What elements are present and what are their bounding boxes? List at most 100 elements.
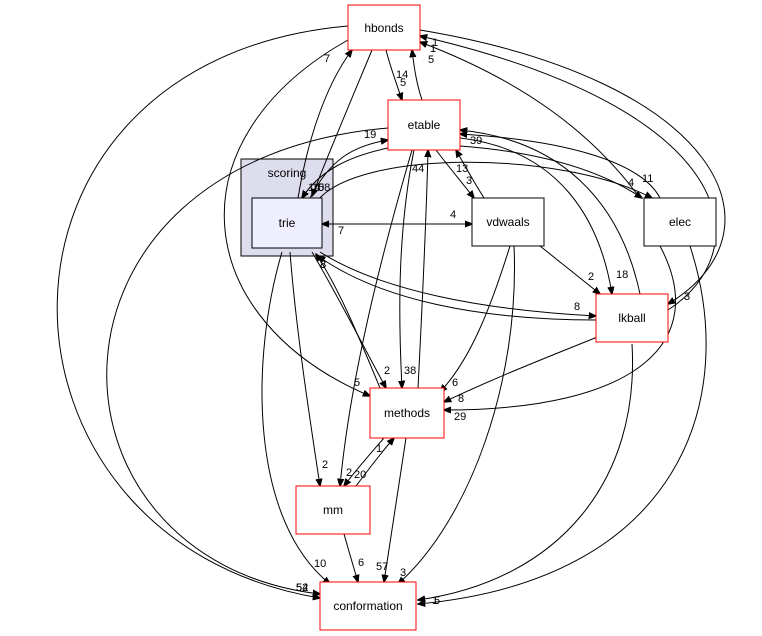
edge-label: 4: [450, 209, 456, 221]
node-label: elec: [669, 215, 691, 229]
edge-label: 44: [412, 163, 424, 175]
edge-label: 2: [384, 365, 390, 377]
edge-lkball-trie: [318, 256, 597, 321]
edge-label: 1: [432, 595, 438, 607]
edge-hbonds-etable: [385, 49, 402, 100]
edge-elec-conf: [418, 245, 707, 604]
node-vdwaals[interactable]: vdwaals: [471, 197, 545, 247]
node-label: mm: [323, 503, 343, 517]
edge-etable-lkball: [459, 137, 612, 294]
edge-label: 3: [466, 175, 472, 187]
edge-label: 6: [452, 377, 458, 389]
edge-hbonds-trie: [312, 49, 373, 196]
edge-label: 2: [346, 467, 352, 479]
edge-label: 19: [364, 129, 376, 141]
edge-label: 14: [396, 69, 408, 81]
edge-lkball-etable: [460, 130, 641, 295]
edge-label: 1: [376, 443, 382, 455]
edge-label: 38: [404, 365, 416, 377]
edge-label: 13: [456, 163, 468, 175]
edge-vdwaals-etable: [456, 150, 485, 199]
edge-label: 7: [324, 53, 330, 65]
edge-label: 1: [430, 43, 436, 55]
edge-etable-methods: [400, 149, 415, 388]
cluster-label: scoring: [268, 166, 307, 180]
edge-label: 3: [400, 567, 406, 579]
edge-etable-mm: [340, 149, 413, 486]
edge-label: 54: [296, 582, 308, 594]
edge-label: 2: [322, 459, 328, 471]
edge-label: 5: [400, 77, 406, 89]
edge-mm-methods: [355, 438, 394, 487]
edge-etable-trie: [302, 147, 389, 198]
edge-label: 5: [434, 595, 440, 607]
edge-label: 11: [642, 173, 653, 185]
node-label: conformation: [333, 599, 402, 613]
edge-mm-conf: [343, 533, 358, 582]
edge-label: 6: [358, 557, 364, 569]
edge-label: 39: [470, 135, 482, 147]
edge-trie-elec: [317, 161, 652, 201]
edge-lkball-methods: [444, 335, 601, 402]
node-label: methods: [384, 406, 430, 420]
edge-label: 18: [616, 269, 628, 281]
edge-label: 52: [296, 582, 308, 594]
edge-hbonds-methods: [223, 39, 370, 396]
edge-label: 4: [628, 177, 634, 189]
node-hbonds[interactable]: hbonds: [347, 4, 421, 51]
edge-methods-trie: [316, 254, 381, 389]
edge-label: 10: [312, 182, 324, 194]
edge-elec-hbonds: [420, 42, 641, 199]
edge-elec-etable: [460, 134, 661, 199]
edge-methods-mm: [344, 437, 385, 486]
edge-label: 5: [354, 377, 360, 389]
edge-label: 20: [354, 469, 366, 481]
node-elec[interactable]: elec: [643, 197, 717, 247]
edge-label: 8: [320, 259, 326, 271]
node-mm[interactable]: mm: [295, 485, 371, 535]
edge-label: 10: [314, 558, 326, 570]
node-trie[interactable]: trie: [251, 197, 323, 249]
edge-etable-elec: [459, 145, 642, 198]
edge-labels: 7 1 14 5 1 5 19 58 14 10 4 7 3 13 4 39 1…: [296, 37, 690, 607]
node-conformation[interactable]: conformation: [319, 581, 417, 631]
edge-hbonds-conf: [56, 25, 349, 598]
edge-trie-lkball: [319, 251, 596, 316]
edge-vdwaals-lkball: [539, 245, 600, 294]
edge-etable-vdwaals: [435, 149, 474, 198]
node-label: etable: [408, 118, 441, 132]
edge-vdwaals-conf: [398, 245, 515, 584]
node-etable[interactable]: etable: [387, 99, 461, 151]
edges: [56, 25, 726, 604]
edge-hbonds-lkball: [419, 29, 726, 304]
edge-label: 58: [318, 182, 330, 194]
node-label: hbonds: [364, 21, 403, 35]
node-methods[interactable]: methods: [369, 387, 445, 439]
edge-trie-hbonds: [297, 50, 352, 199]
edge-label: 14: [308, 182, 320, 194]
edge-label: 8: [574, 301, 580, 313]
node-label: vdwaals: [486, 215, 529, 229]
edge-label: 3: [684, 291, 690, 303]
edge-label: 8: [458, 393, 464, 405]
edge-methods-etable: [417, 150, 428, 389]
edge-label: 1: [432, 37, 438, 49]
edge-label: 8: [320, 259, 326, 271]
node-label: lkball: [618, 311, 645, 325]
edge-trie-mm: [289, 251, 320, 486]
edge-label: 57: [376, 561, 388, 573]
edge-label: 5: [428, 54, 434, 66]
edge-etable-hbonds: [412, 50, 423, 101]
edge-label: 29: [454, 411, 466, 423]
edge-lkball-conf: [418, 343, 634, 600]
node-label: trie: [279, 216, 296, 230]
edge-trie-etable: [309, 140, 388, 199]
node-lkball[interactable]: lkball: [595, 293, 669, 343]
edge-elec-methods: [444, 245, 676, 410]
edge-label: 7: [338, 225, 344, 237]
edge-trie-methods: [311, 251, 386, 388]
edge-methods-conf: [384, 437, 407, 582]
edge-vdwaals-methods: [440, 245, 511, 392]
edge-trie-conf: [261, 251, 330, 584]
